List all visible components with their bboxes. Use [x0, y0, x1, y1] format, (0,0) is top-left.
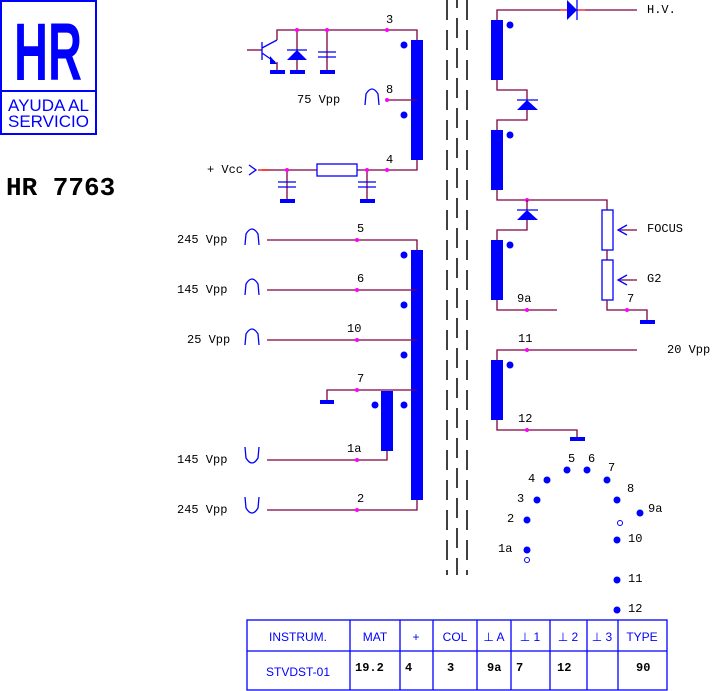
table-header: ⊥ 1 — [520, 630, 541, 644]
pinout-label: 5 — [568, 452, 575, 466]
model-title: HR 7763 — [6, 173, 115, 203]
pin-label-8: 8 — [386, 83, 393, 97]
pin-label: 7 — [357, 372, 364, 386]
pinout-diagram: 5 6 4 7 3 8 2 9a 10 1a 11 12 — [498, 452, 662, 616]
pulse-icon — [244, 328, 260, 346]
pulse-label: 145 Vpp — [177, 453, 227, 467]
table-row: STVDST-01 19.2 4 3 9a 7 12 90 — [266, 661, 650, 679]
table-header-row: INSTRUM. MAT + COL ⊥ A ⊥ 1 ⊥ 2 ⊥ 3 TYPE — [269, 630, 658, 644]
wiper-arrow-icon — [616, 274, 628, 286]
pin-label-9a: 9a — [517, 292, 531, 306]
pin-label: 5 — [357, 222, 364, 236]
pulse-icon — [364, 88, 380, 106]
hv-diode-icon — [567, 0, 577, 20]
pin-label-11: 11 — [518, 332, 532, 346]
table-cell: 3 — [447, 661, 454, 675]
pin-label: 10 — [347, 322, 361, 336]
table-header: TYPE — [626, 630, 657, 644]
table-header: ⊥ 3 — [592, 630, 613, 644]
pin-label-4: 4 — [386, 153, 393, 167]
pinout-label: 11 — [628, 572, 642, 586]
hv-section: H.V. FOCUS G2 9a 7 11 12 20 Vpp — [491, 0, 710, 441]
focus-potentiometer-icon — [601, 209, 614, 251]
vcc-arrow-icon — [248, 164, 258, 176]
pulse-icon — [244, 496, 260, 514]
pinout-label: 6 — [588, 452, 595, 466]
pin-label: 1a — [347, 442, 361, 456]
pinout-label: 3 — [517, 492, 524, 506]
table-cell: 19.2 — [355, 661, 384, 675]
wiper-arrow-icon — [616, 224, 628, 236]
focus-label: FOCUS — [647, 222, 683, 236]
pin-label-12: 12 — [518, 412, 532, 426]
table-header: COL — [443, 630, 468, 644]
table-cell: 9a — [487, 661, 501, 675]
pulse-label: 25 Vpp — [187, 333, 230, 347]
pinout-label: 1a — [498, 542, 512, 556]
pulse-label: 245 Vpp — [177, 503, 227, 517]
pulse-label: 145 Vpp — [177, 283, 227, 297]
pinout-label: 8 — [627, 482, 634, 496]
resistor-icon — [316, 163, 358, 177]
diode-icon — [517, 100, 538, 110]
capacitor-icon — [318, 30, 336, 74]
pinout-label: 9a — [648, 502, 662, 516]
pulse-icon — [244, 278, 260, 296]
logo-line2: SERVICIO — [8, 112, 89, 131]
pulse-icon — [244, 228, 260, 246]
diode-icon — [517, 210, 538, 220]
pin-label: 2 — [357, 492, 364, 506]
transistor-icon — [247, 39, 285, 74]
table-cell: 7 — [516, 661, 523, 675]
table-header: MAT — [363, 630, 388, 644]
table-header: ⊥ A — [483, 630, 504, 644]
pulse-label-75vpp: 75 Vpp — [297, 93, 340, 107]
table-cell: 12 — [557, 661, 571, 675]
pulse-icon — [244, 446, 260, 464]
pinout-label: 7 — [608, 461, 615, 475]
pinout-label: 4 — [528, 472, 535, 486]
pin-label-3: 3 — [386, 13, 393, 27]
logo-letters: HR — [14, 7, 82, 98]
g2-potentiometer-icon — [601, 259, 614, 301]
capacitor-icon — [278, 170, 296, 203]
transformer-core — [446, 0, 468, 575]
hr-logo: HR AYUDA AL SERVICIO — [0, 0, 97, 135]
pin-label: 6 — [357, 272, 364, 286]
damper-diode-icon — [287, 30, 307, 74]
spec-table: INSTRUM. MAT + COL ⊥ A ⊥ 1 ⊥ 2 ⊥ 3 TYPE … — [246, 619, 668, 691]
table-header: + — [412, 630, 419, 644]
logo-line1: AYUDA AL — [8, 96, 89, 115]
vcc-label: + Vcc — [207, 163, 243, 177]
secondary-winding: 5 6 10 7 1a 2 245 Vpp 145 Vpp 25 Vpp 145… — [177, 222, 423, 517]
g2-label: G2 — [647, 272, 661, 286]
table-cell: STVDST-01 — [266, 665, 330, 679]
20vpp-label: 20 Vpp — [667, 343, 710, 357]
capacitor-icon — [358, 170, 376, 203]
pin-label-7: 7 — [627, 292, 634, 306]
pulse-label: 245 Vpp — [177, 233, 227, 247]
table-header: ⊥ 2 — [558, 630, 579, 644]
pinout-label: 12 — [628, 602, 642, 616]
table-header: INSTRUM. — [269, 630, 327, 644]
hv-label: H.V. — [647, 3, 676, 17]
table-cell: 4 — [405, 661, 412, 675]
primary-winding: 3 8 4 75 Vpp + Vcc — [207, 13, 423, 203]
pinout-label: 2 — [507, 512, 514, 526]
pinout-label: 10 — [628, 532, 642, 546]
table-cell: 90 — [636, 661, 650, 675]
